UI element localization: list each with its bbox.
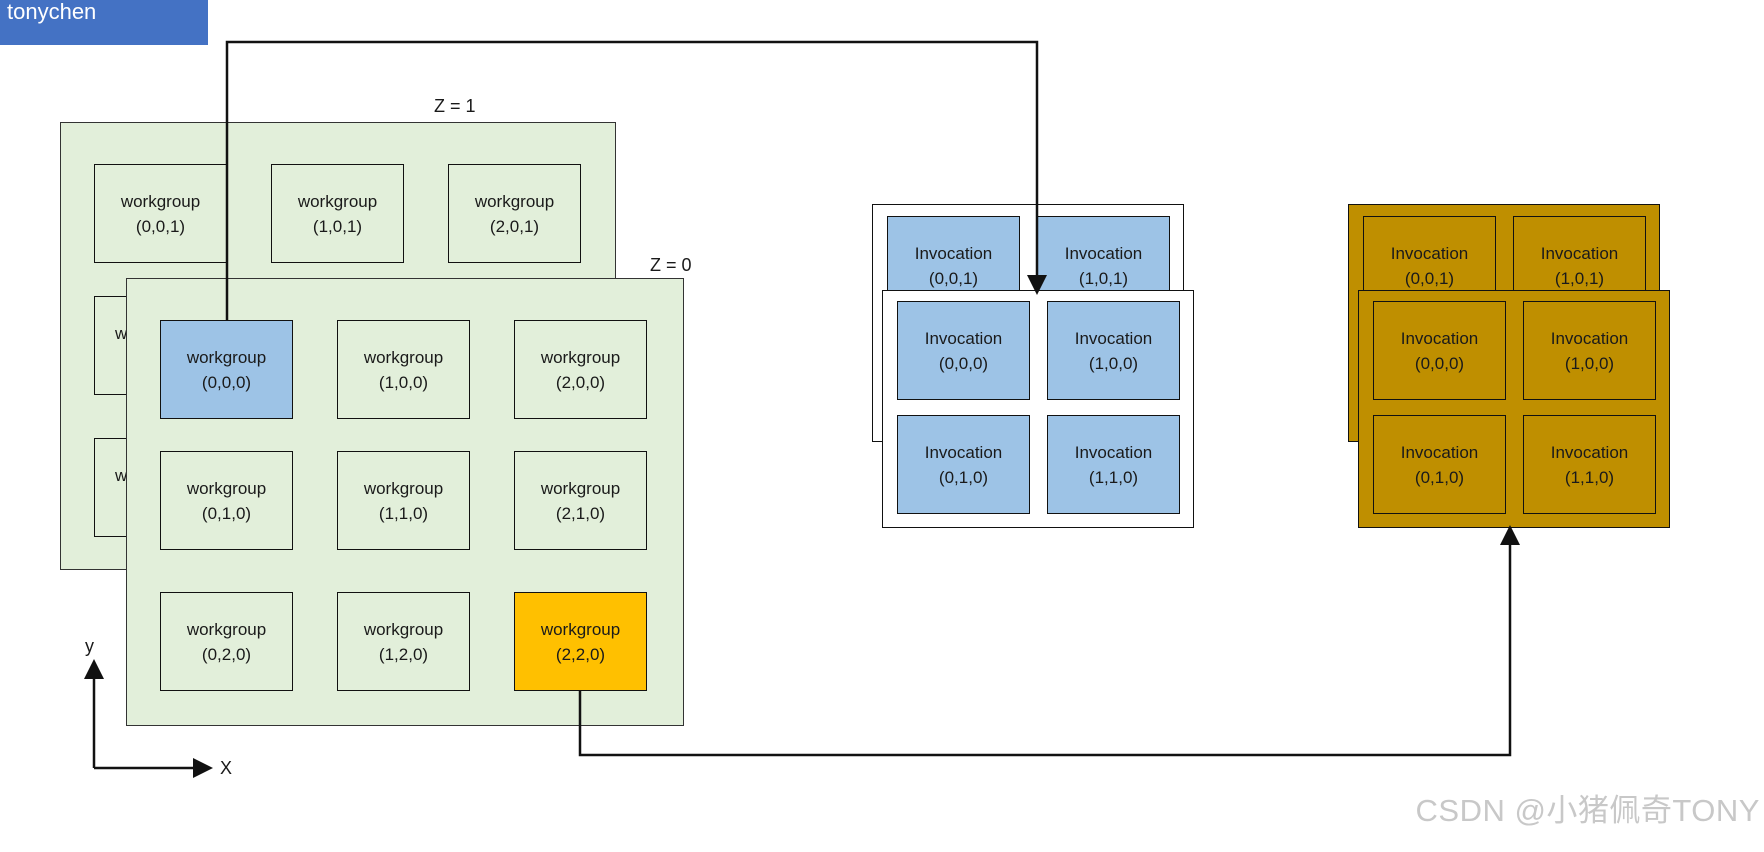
invocation-coord: (1,1,0) [1088, 467, 1139, 487]
workgroup-word: workgroup [540, 619, 621, 639]
workgroup-0-2-0: workgroup (0,2,0) [160, 592, 293, 691]
invocation-coord: (1,0,0) [1564, 353, 1615, 373]
watermark: CSDN @小猪佩奇TONY [1415, 793, 1760, 828]
workgroup-2-0-0: workgroup (2,0,0) [514, 320, 647, 419]
x-axis-label: X [220, 758, 233, 778]
workgroup-coord: (1,0,0) [378, 372, 429, 392]
workgroup-coord: (1,2,0) [378, 644, 429, 664]
workgroup-1-0-1: workgroup (1,0,1) [271, 164, 404, 263]
workgroup-word: workgroup [186, 619, 267, 639]
workgroup-coord: (2,0,0) [555, 372, 606, 392]
workgroup-0-1-0: workgroup (0,1,0) [160, 451, 293, 550]
workgroup-coord: (2,0,1) [489, 216, 540, 236]
invocation-word: Invocation [1074, 328, 1153, 348]
invocation-word: Invocation [1400, 328, 1479, 348]
invocation-coord: (0,0,1) [1404, 268, 1455, 288]
invocation-blue-1-1-0: Invocation (1,1,0) [1047, 415, 1180, 514]
workgroup-partial-text: w [115, 466, 128, 485]
z0-label: Z = 0 [650, 255, 692, 275]
workgroup-partial-text: w [115, 324, 128, 343]
invocation-word: Invocation [1550, 442, 1629, 462]
workgroup-0-0-0: workgroup (0,0,0) [160, 320, 293, 419]
workgroup-coord: (1,1,0) [378, 503, 429, 523]
invocation-gold-0-0-0: Invocation (0,0,0) [1373, 301, 1506, 400]
workgroup-word: workgroup [540, 478, 621, 498]
invocation-word: Invocation [1540, 243, 1619, 263]
invocation-word: Invocation [1074, 442, 1153, 462]
invocation-word: Invocation [924, 328, 1003, 348]
invocation-coord: (1,1,0) [1564, 467, 1615, 487]
workgroup-coord: (0,0,0) [201, 372, 252, 392]
invocation-gold-1-0-0: Invocation (1,0,0) [1523, 301, 1656, 400]
arrow-gold-workgroup-to-invocations [578, 525, 1520, 757]
invocation-coord: (0,1,0) [1414, 467, 1465, 487]
invocation-coord: (1,0,1) [1554, 268, 1605, 288]
invocation-coord: (1,0,0) [1088, 353, 1139, 373]
invocation-coord: (0,0,0) [1414, 353, 1465, 373]
workgroup-1-0-0: workgroup (1,0,0) [337, 320, 470, 419]
workgroup-word: workgroup [363, 347, 444, 367]
workgroup-2-0-1: workgroup (2,0,1) [448, 164, 581, 263]
z1-label: Z = 1 [434, 96, 476, 116]
invocation-blue-0-1-0: Invocation (0,1,0) [897, 415, 1030, 514]
y-axis-label: y [85, 636, 94, 656]
workgroup-coord: (2,2,0) [555, 644, 606, 664]
invocation-coord: (0,0,0) [938, 353, 989, 373]
workgroup-coord: (0,1,0) [201, 503, 252, 523]
workgroup-0-0-1: workgroup (0,0,1) [94, 164, 227, 263]
invocation-coord: (1,0,1) [1078, 268, 1129, 288]
invocation-word: Invocation [1390, 243, 1469, 263]
workgroup-word: workgroup [186, 347, 267, 367]
invocation-word: Invocation [914, 243, 993, 263]
workgroup-2-2-0: workgroup (2,2,0) [514, 592, 647, 691]
workgroup-word: workgroup [363, 619, 444, 639]
invocation-word: Invocation [1064, 243, 1143, 263]
invocation-blue-1-0-0: Invocation (1,0,0) [1047, 301, 1180, 400]
invocation-coord: (0,0,1) [928, 268, 979, 288]
workgroup-2-1-0: workgroup (2,1,0) [514, 451, 647, 550]
invocation-gold-1-1-0: Invocation (1,1,0) [1523, 415, 1656, 514]
workgroup-word: workgroup [474, 191, 555, 211]
workgroup-word: workgroup [297, 191, 378, 211]
invocation-coord: (0,1,0) [938, 467, 989, 487]
workgroup-1-1-0: workgroup (1,1,0) [337, 451, 470, 550]
invocation-word: Invocation [924, 442, 1003, 462]
invocation-gold-0-1-0: Invocation (0,1,0) [1373, 415, 1506, 514]
workgroup-word: workgroup [186, 478, 267, 498]
workgroup-word: workgroup [363, 478, 444, 498]
invocation-blue-0-0-0: Invocation (0,0,0) [897, 301, 1030, 400]
workgroup-1-2-0: workgroup (1,2,0) [337, 592, 470, 691]
author-badge: tonychen [0, 0, 208, 45]
workgroup-coord: (1,0,1) [312, 216, 363, 236]
invocation-word: Invocation [1400, 442, 1479, 462]
workgroup-coord: (0,2,0) [201, 644, 252, 664]
workgroup-coord: (0,0,1) [135, 216, 186, 236]
workgroup-word: workgroup [120, 191, 201, 211]
workgroup-word: workgroup [540, 347, 621, 367]
workgroup-coord: (2,1,0) [555, 503, 606, 523]
invocation-word: Invocation [1550, 328, 1629, 348]
